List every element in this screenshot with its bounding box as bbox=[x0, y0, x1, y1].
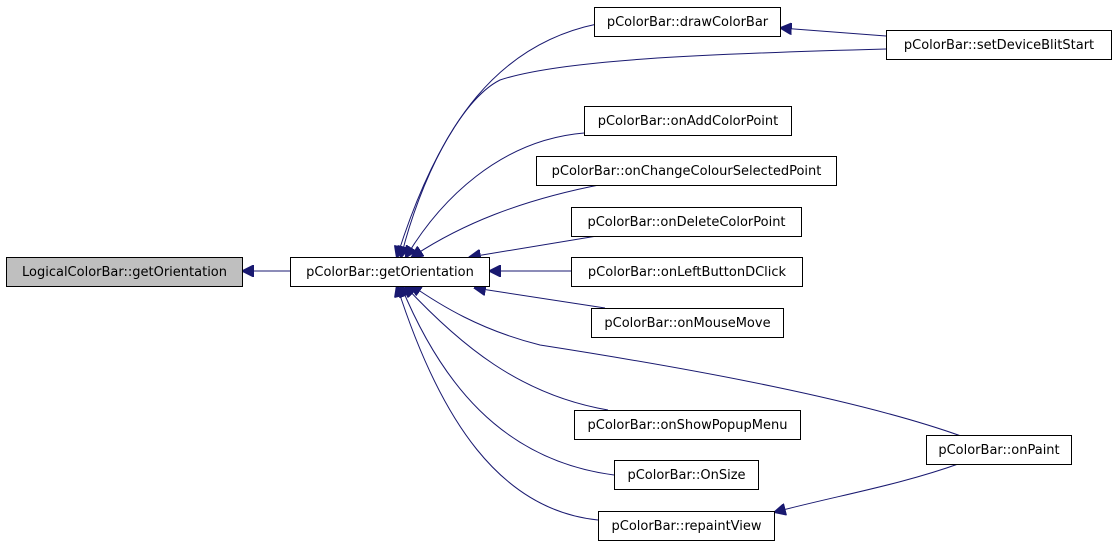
node-set-device-blit-start[interactable]: pColorBar::setDeviceBlitStart bbox=[886, 30, 1112, 60]
node-on-delete-color-point[interactable]: pColorBar::onDeleteColorPoint bbox=[571, 207, 802, 237]
node-on-add-color-point[interactable]: pColorBar::onAddColorPoint bbox=[584, 106, 792, 136]
edge-drawcolorbar-to-getorientation bbox=[397, 23, 598, 257]
edge-repaintview-to-getorientation bbox=[397, 286, 599, 521]
node-repaint-view[interactable]: pColorBar::repaintView bbox=[598, 511, 775, 541]
edge-onmousemove-to-getorientation bbox=[475, 288, 606, 309]
node-draw-color-bar[interactable]: pColorBar::drawColorBar bbox=[594, 7, 781, 37]
node-on-mouse-move[interactable]: pColorBar::onMouseMove bbox=[591, 308, 784, 338]
edge-ondeletecolorpoint-to-getorientation bbox=[470, 234, 604, 257]
edge-onsize-to-getorientation bbox=[401, 286, 615, 476]
edge-onshowpopupmenu-to-getorientation bbox=[405, 286, 609, 411]
node-on-show-popup-menu[interactable]: pColorBar::onShowPopupMenu bbox=[574, 410, 801, 440]
node-on-size[interactable]: pColorBar::OnSize bbox=[614, 460, 759, 490]
edge-setdeviceblitstart-to-drawcolorbar bbox=[781, 28, 887, 37]
node-logical-get-orientation: LogicalColorBar::getOrientation bbox=[6, 257, 243, 287]
node-on-paint[interactable]: pColorBar::onPaint bbox=[926, 435, 1072, 465]
node-on-change-colour-selected-point[interactable]: pColorBar::onChangeColourSelectedPoint bbox=[536, 156, 837, 186]
node-get-orientation[interactable]: pColorBar::getOrientation bbox=[290, 257, 490, 287]
edge-onchangecolourselectedpoint-to-getorientation bbox=[412, 183, 605, 257]
edge-onpaint-to-repaintview bbox=[775, 462, 962, 512]
edge-onaddcolorpoint-to-getorientation bbox=[406, 132, 585, 257]
edge-onpaint-to-getorientation bbox=[411, 285, 962, 437]
edge-setdeviceblitstart-to-getorientation bbox=[401, 48, 887, 257]
node-on-left-button-dclick[interactable]: pColorBar::onLeftButtonDClick bbox=[571, 257, 803, 287]
